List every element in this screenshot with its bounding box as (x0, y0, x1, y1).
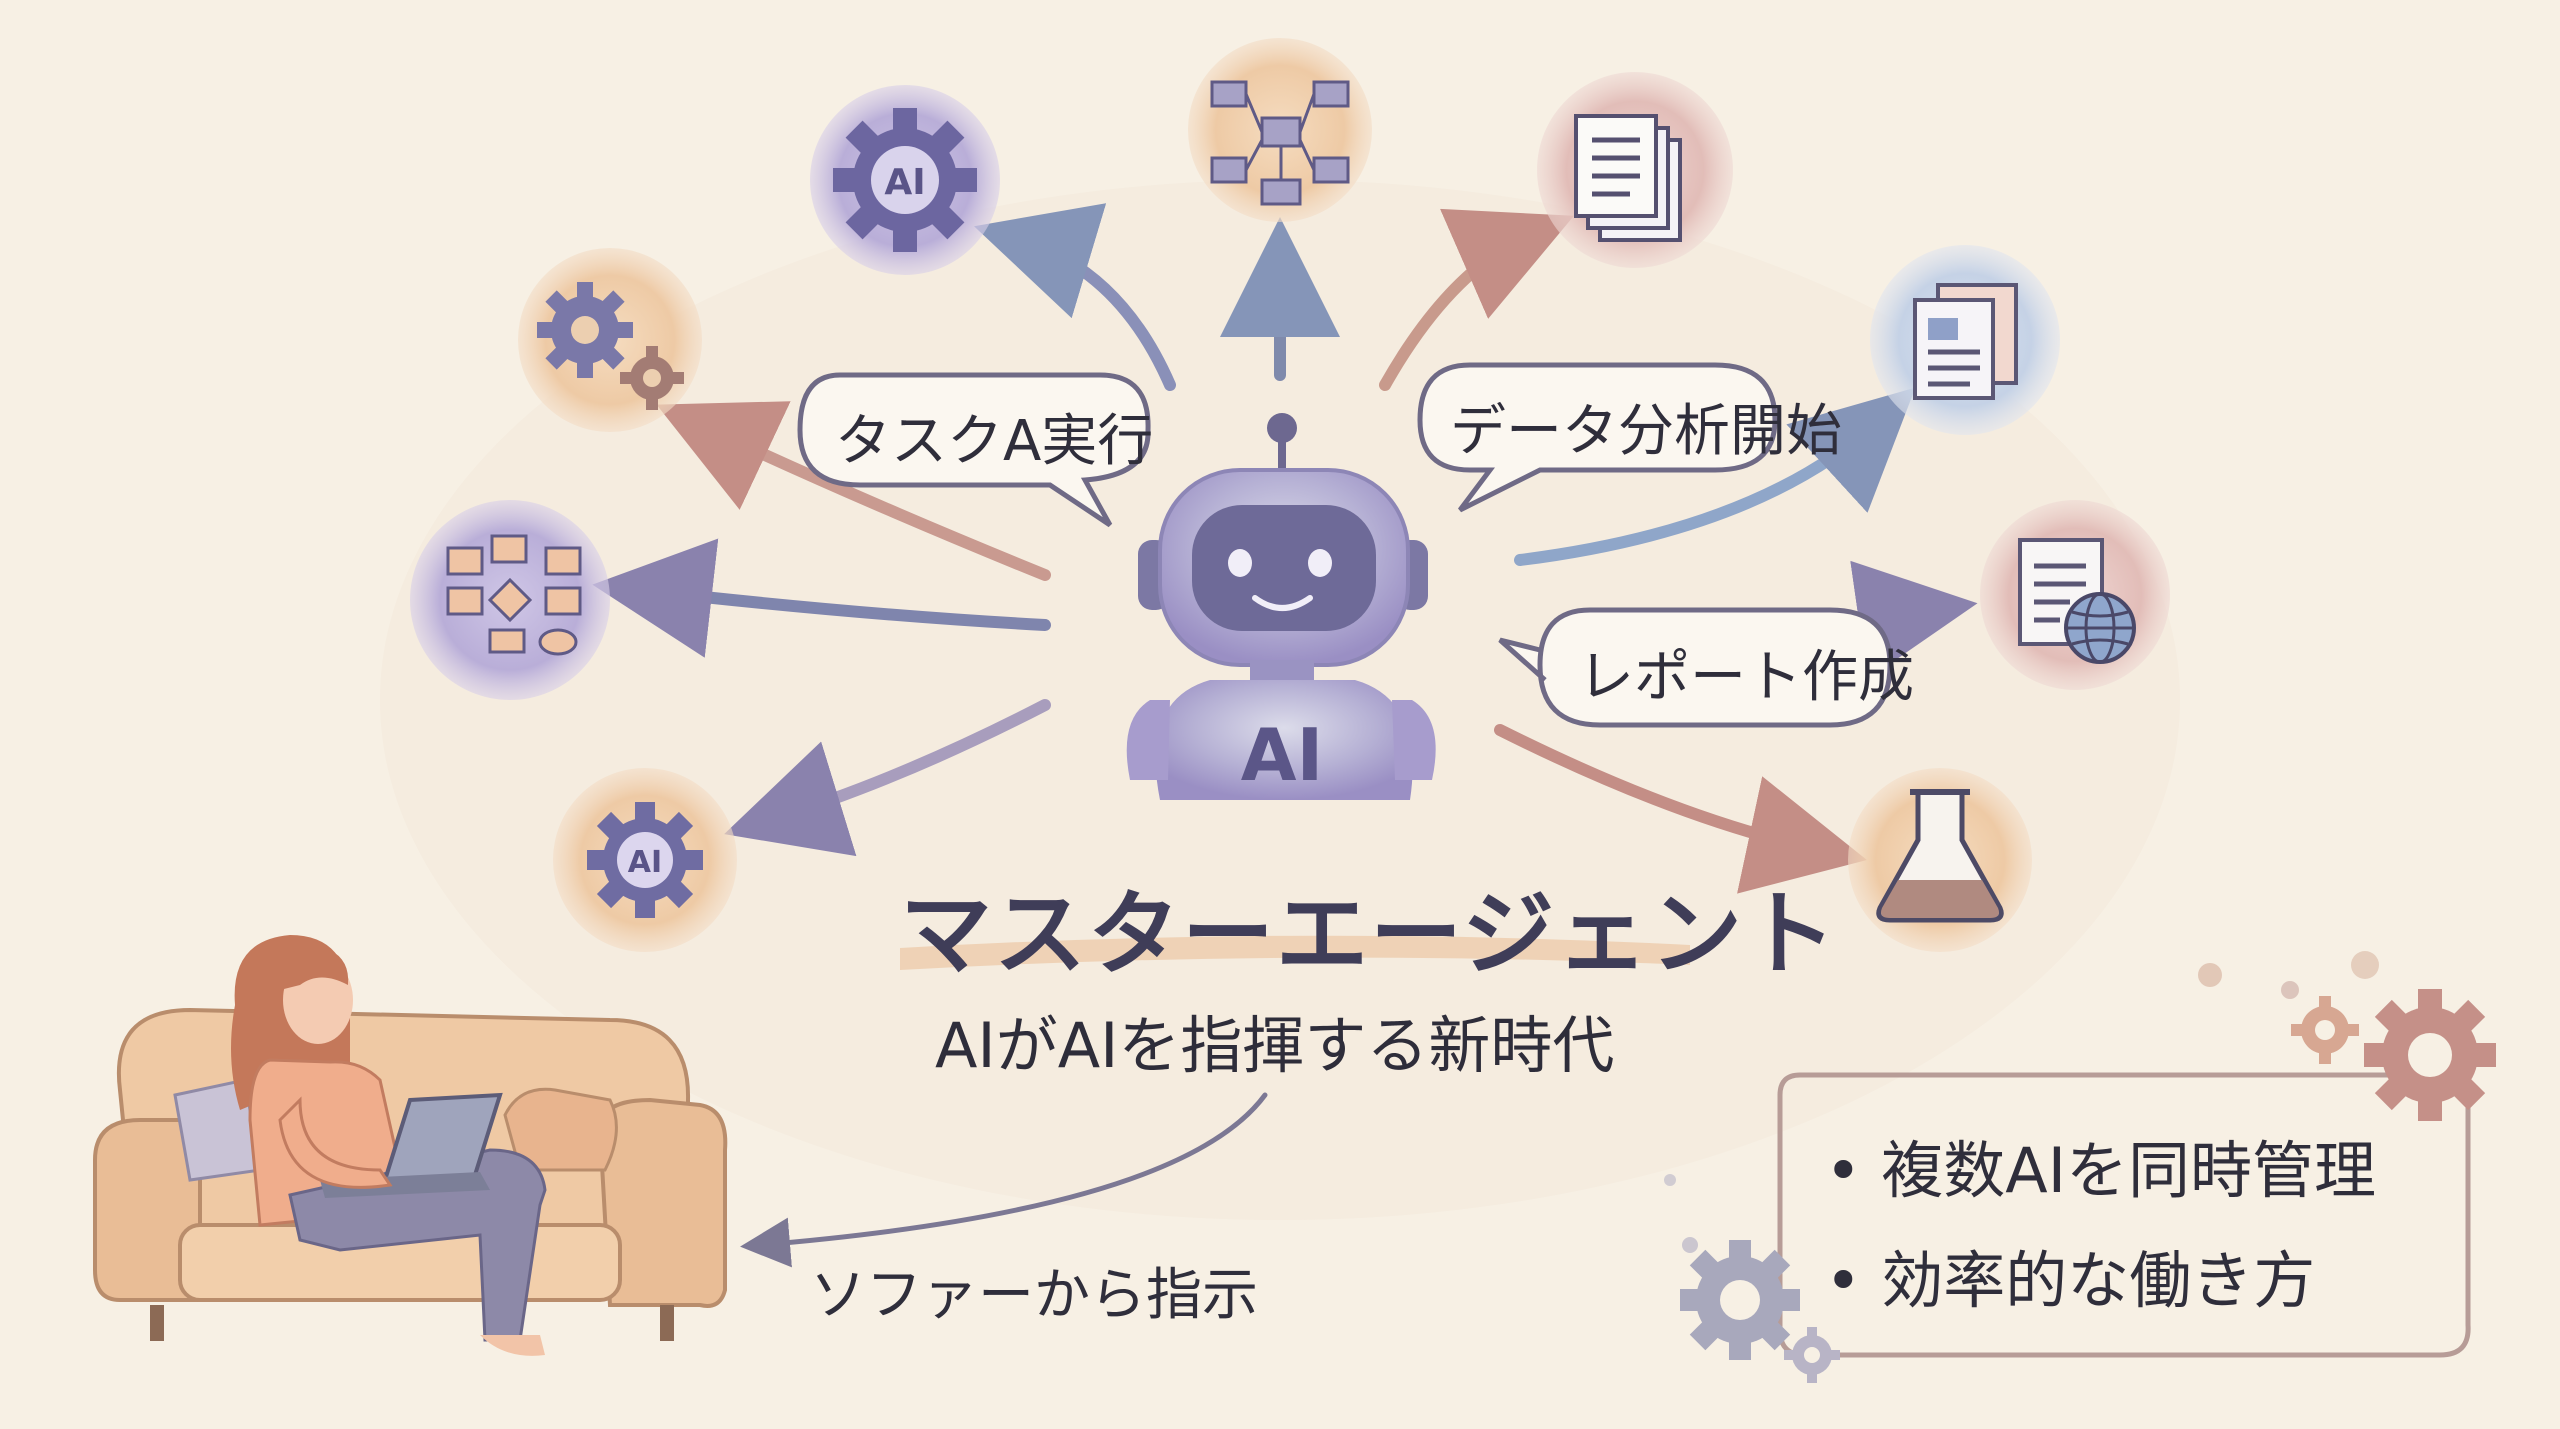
bubble-analysis-text: データ分析開始 (1450, 399, 1842, 464)
web-document-icon (1980, 500, 2170, 690)
bubble-task (797, 372, 1151, 528)
gear-ai-text: AI (884, 162, 925, 203)
speech-bubbles (797, 362, 1893, 728)
bubble-report (1498, 607, 1893, 728)
robot: AI (1126, 413, 1436, 800)
flowchart-icon (1188, 38, 1372, 222)
bubble-analysis (1417, 362, 1778, 513)
ai-gear-icon: AI (810, 85, 1000, 275)
feature-item-efficiency: • 効率的な働き方 (1825, 1244, 2316, 1317)
documents-icon (1537, 72, 1733, 268)
page-title: マスターエージェント (900, 881, 1839, 988)
decorative-gears (1664, 951, 2496, 1383)
feature-item-multi-ai: • 複数AIを同時管理 (1825, 1134, 2376, 1207)
process-flow-icon (410, 500, 610, 700)
page-subtitle: AIがAIを指揮する新時代 (935, 1009, 1615, 1082)
person-on-sofa-illustration (93, 935, 728, 1356)
gears-icon (518, 248, 702, 432)
bubble-task-text: タスクA実行 (835, 409, 1154, 474)
gear-ai-text-small: AI (628, 845, 662, 880)
robot-chest-ai-text: AI (1241, 713, 1324, 797)
report-document-icon (1870, 245, 2060, 435)
flask-icon (1848, 768, 2032, 952)
bubble-report-text: レポート作成 (1578, 645, 1914, 710)
ai-gear-icon-small: AI (553, 768, 737, 952)
sofa-caption: ソファーから指示 (810, 1263, 1258, 1328)
